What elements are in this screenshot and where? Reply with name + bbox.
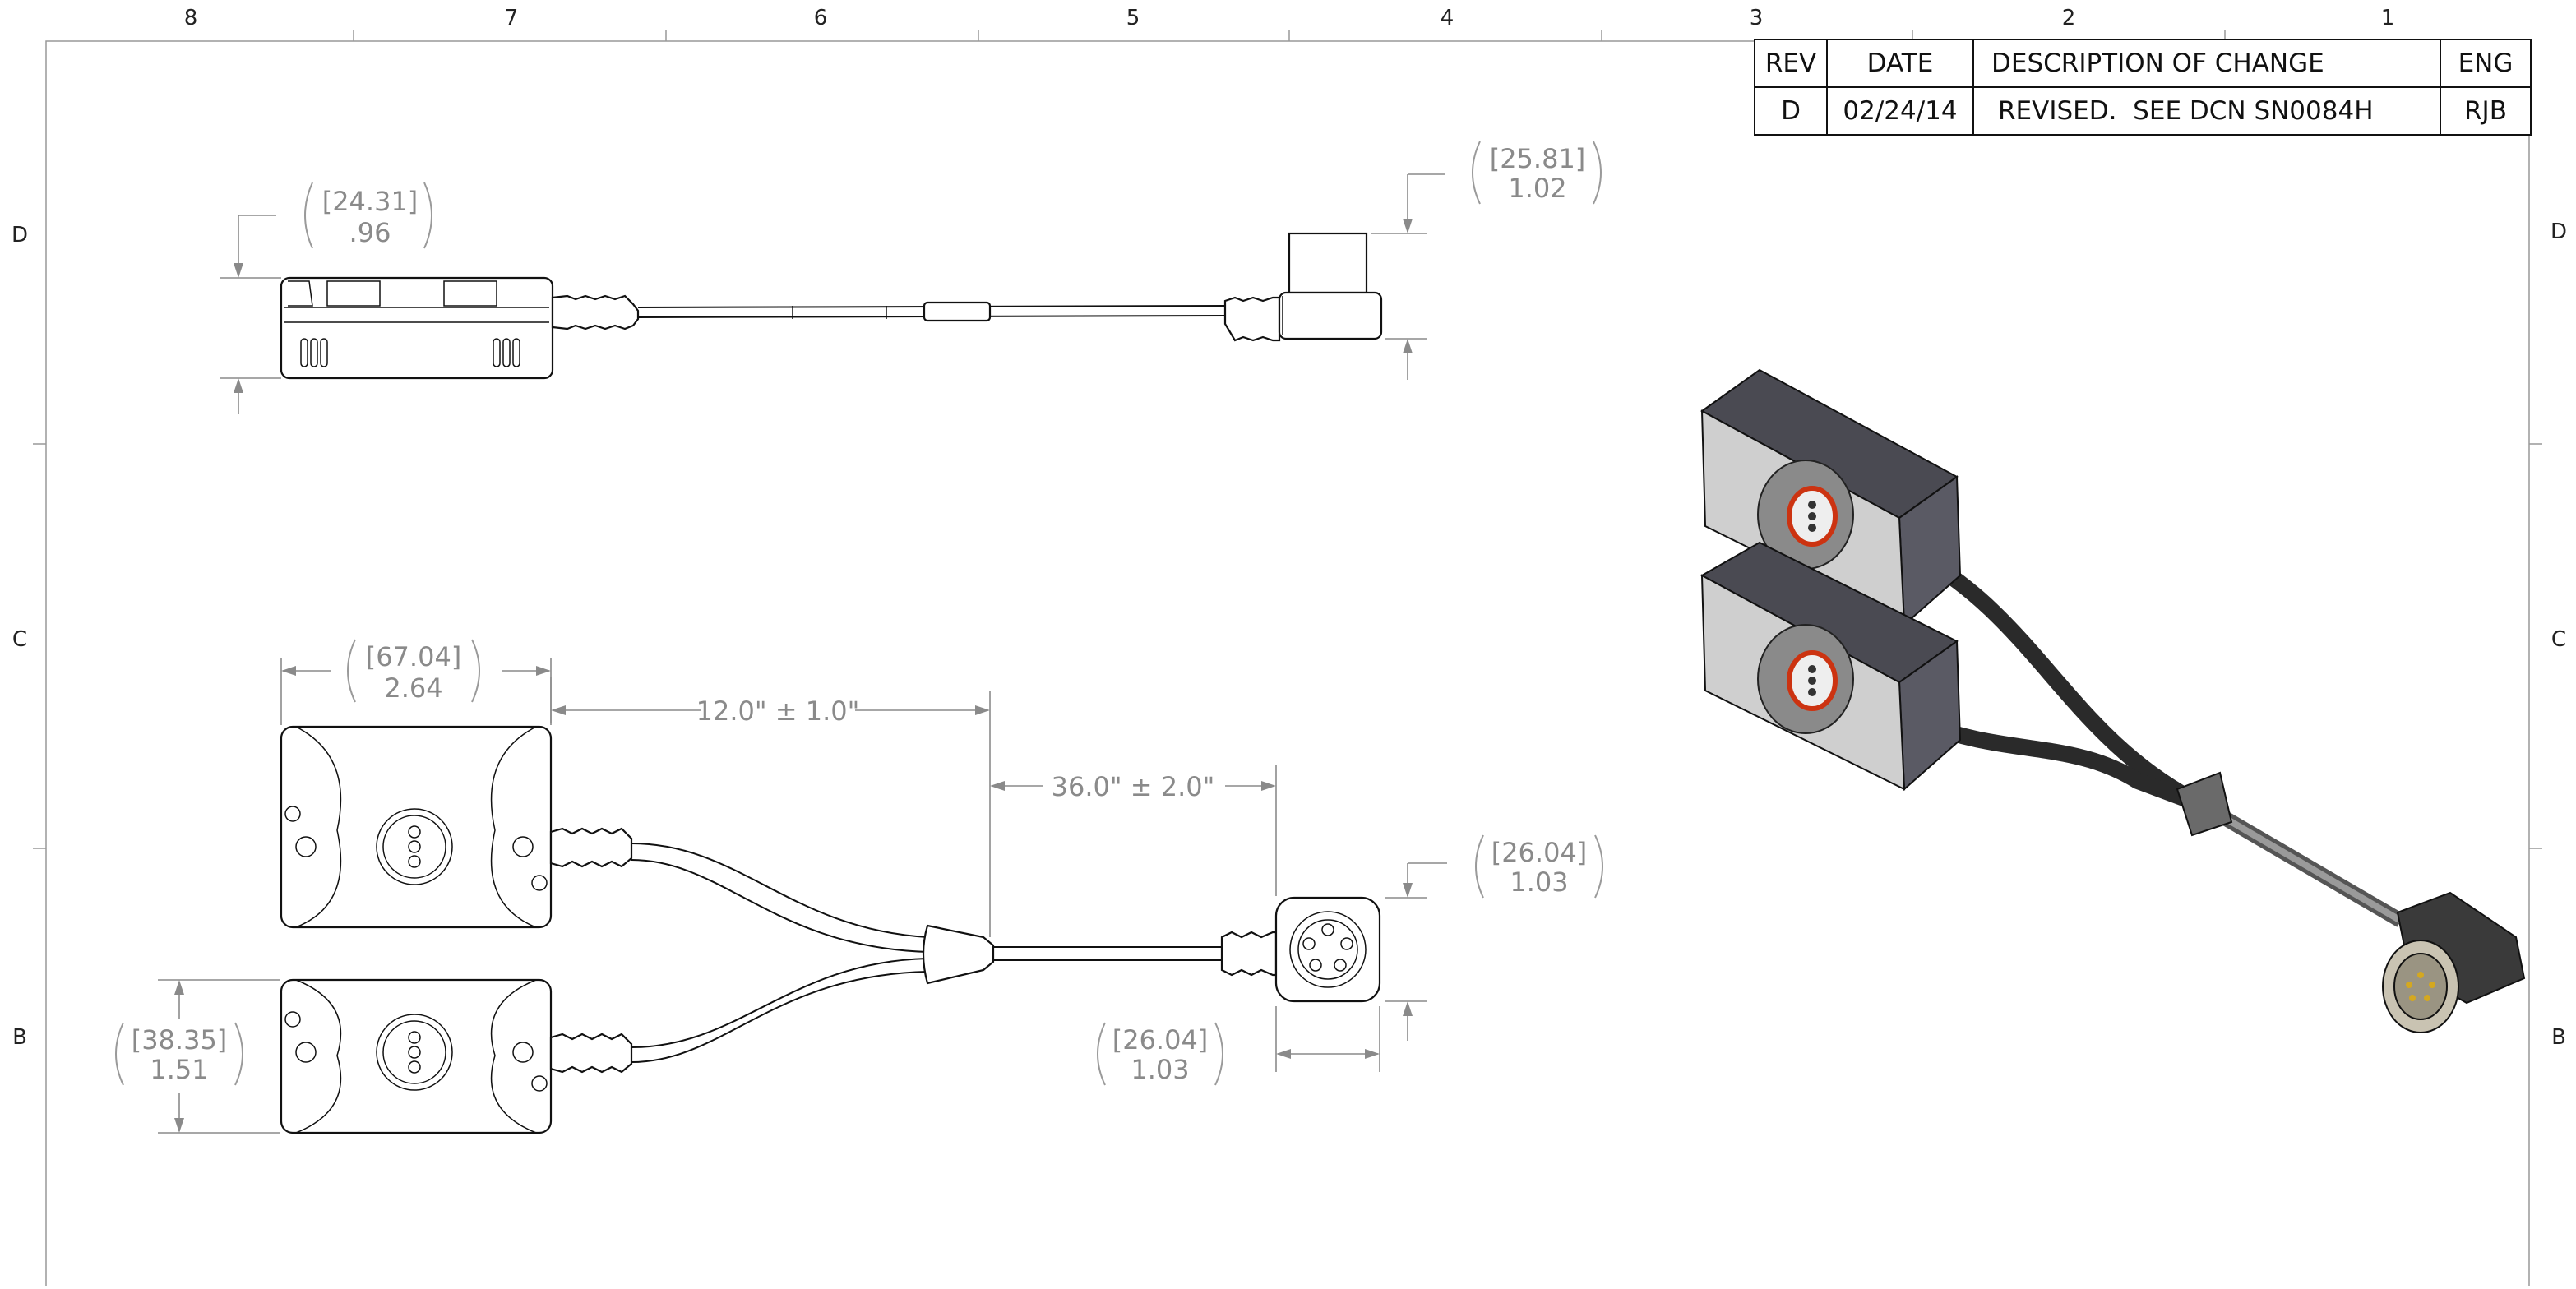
dim-inch: .96 [349, 217, 391, 248]
iso-module-upper [1700, 368, 1962, 627]
zone-label: B [2551, 1025, 2566, 1050]
dim-inch: 1.51 [150, 1054, 208, 1085]
iso-plug [2382, 891, 2526, 1033]
zone-label: D [2551, 219, 2567, 244]
date-cell: 02/24/14 [1843, 96, 1957, 126]
revision-table: REV DATE DESCRIPTION OF CHANGE ENG D 02/… [1754, 39, 2532, 136]
side-view [280, 232, 1383, 380]
dim-module-width: [67.04] 2.64 [280, 639, 552, 725]
dim-value: 36.0" ± 2.0" [1052, 771, 1215, 802]
dim-mm: [38.35] [132, 1024, 228, 1056]
rev-header: REV [1765, 49, 1816, 78]
top-view [280, 725, 1381, 1134]
zone-label: 2 [2062, 6, 2076, 30]
zone-label: C [12, 627, 27, 652]
zone-label: 4 [1441, 6, 1454, 30]
zone-labels-left: D C B [12, 223, 28, 1050]
isometric-view [1700, 368, 2526, 1033]
dim-inch: 1.03 [1131, 1054, 1189, 1085]
zone-label: 7 [505, 6, 519, 30]
zone-label: 1 [2381, 6, 2395, 30]
date-header: DATE [1867, 49, 1934, 78]
dim-inch: 1.03 [1510, 866, 1568, 898]
sheet-border [33, 30, 2542, 1289]
zone-label: 5 [1126, 6, 1140, 30]
eng-cell: RJB [2464, 96, 2507, 126]
dim-mm: [67.04] [366, 641, 462, 672]
iso-module-lower [1700, 541, 1962, 792]
dim-plug-height: [25.81] 1.02 [1371, 141, 1602, 380]
module-2 [280, 978, 553, 1134]
zone-labels-right: D C B [2551, 219, 2567, 1050]
dim-side-height: [24.31] .96 [220, 182, 432, 414]
description-cell: REVISED. SEE DCN SN0084H [1998, 96, 2374, 126]
zone-label: B [12, 1025, 27, 1050]
dim-mm: [26.04] [1491, 837, 1588, 868]
description-header: DESCRIPTION OF CHANGE [1991, 49, 2324, 78]
zone-label: 8 [184, 6, 198, 30]
dim-plug-face-width: [26.04] 1.03 [1097, 1006, 1380, 1086]
dim-module-height: [38.35] 1.51 [115, 979, 280, 1134]
dim-inch: 1.02 [1508, 173, 1566, 204]
zone-label: 6 [814, 6, 828, 30]
dim-mm: [25.81] [1490, 143, 1586, 174]
dim-mm: [26.04] [1112, 1024, 1209, 1056]
zone-label: 3 [1750, 6, 1764, 30]
dim-value: 12.0" ± 1.0" [696, 695, 860, 727]
dim-y-branch-length: 12.0" ± 1.0" [550, 677, 991, 937]
rev-cell: D [1781, 96, 1801, 126]
dim-plug-face-height: [26.04] 1.03 [1385, 834, 1603, 1041]
zone-label: C [2551, 627, 2566, 652]
dim-inch: 2.64 [384, 672, 442, 704]
zone-label: D [12, 223, 28, 247]
module-1 [280, 725, 553, 929]
eng-header: ENG [2458, 49, 2514, 78]
zone-labels-top: 8 7 6 5 4 3 2 1 [184, 6, 2395, 30]
dim-mm: [24.31] [322, 186, 419, 217]
dim-trunk-length: 36.0" ± 2.0" [990, 765, 1277, 896]
